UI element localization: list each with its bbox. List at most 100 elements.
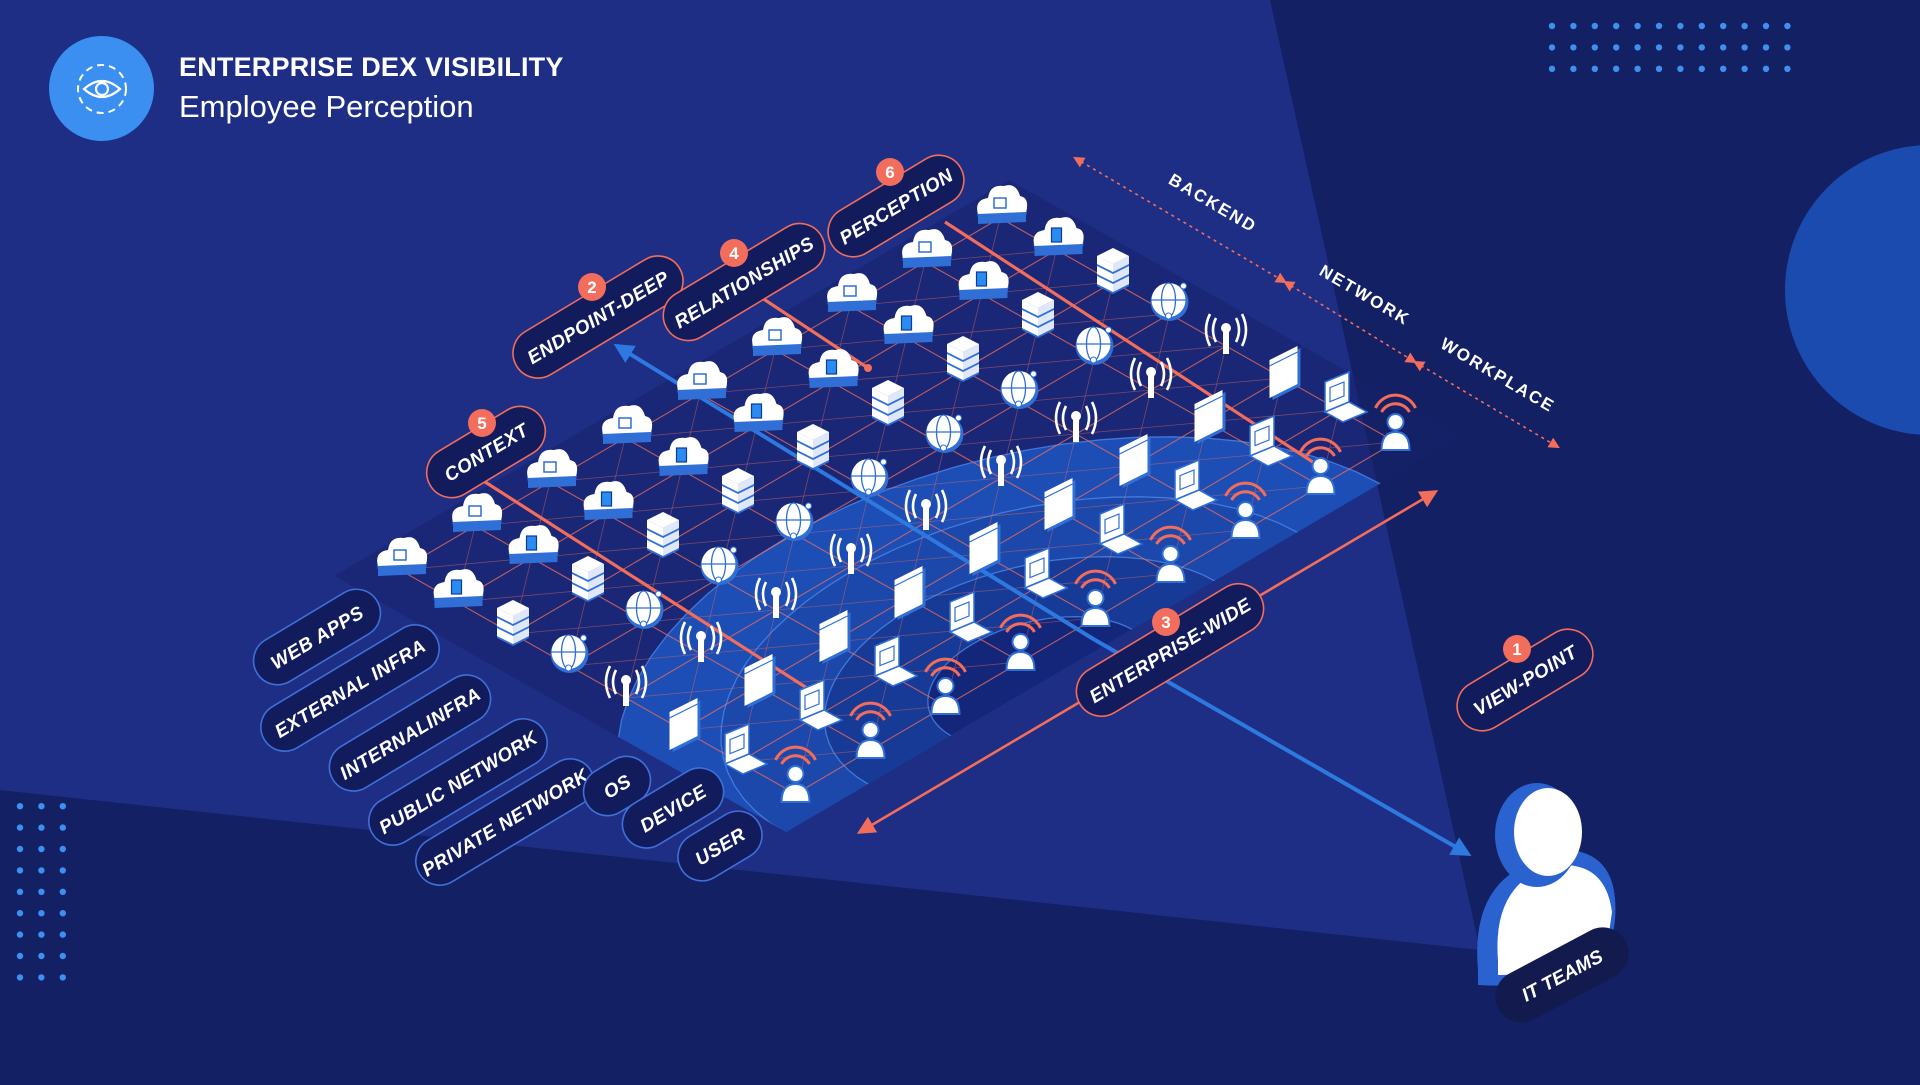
decor-dot [16,910,24,917]
step-badge-circle [720,239,748,267]
decor-dot [1548,44,1556,51]
row-label-os: OS [582,755,652,817]
cloud-icon [677,361,728,400]
step-number: 6 [885,163,894,182]
step-number: 1 [1512,640,1521,659]
decor-dot [1570,65,1577,73]
decor-dot [59,845,66,853]
grid-line [644,609,777,623]
browser-window-icon [669,698,701,752]
decor-dot [38,952,45,960]
decor-dot [16,952,24,960]
grid-line [1094,345,1227,359]
user-icon [999,613,1042,671]
grid-line [719,565,852,579]
decor-dot [59,910,66,917]
cloud-icon [827,273,878,312]
decor-dot [1570,22,1577,30]
browser-window-icon [744,654,776,708]
user-icon [924,657,967,715]
grid-line [1019,389,1152,403]
decor-dot [1741,22,1748,30]
connector-dot [864,364,872,372]
browser-window-icon [1044,478,1076,532]
decor-dot [16,845,24,853]
grid-line [700,641,833,655]
decor-dot [38,824,45,831]
decor-dot [1677,65,1684,73]
step-badge-circle [1152,608,1180,636]
layer-axis-segment [1073,156,1287,284]
step-badge-3: 3 [1152,608,1180,636]
decor-dot [38,803,45,810]
grid-line [887,401,1020,415]
user-icon [1074,569,1117,627]
step-number: 5 [477,414,486,433]
step-badge-4: 4 [720,239,748,267]
decor-dot [1741,44,1748,51]
decor-dot [38,974,45,981]
step-badge-2: 2 [578,273,606,301]
step-badge-circle [578,273,606,301]
browser-window-icon [1119,434,1151,488]
server-icon [947,336,979,382]
decor-dot [1613,22,1620,30]
grid-line [1037,313,1170,327]
row-label-external-infra-bg [260,624,440,752]
laptop-icon [798,678,844,731]
decor-dot [1762,44,1770,51]
antenna-icon [829,533,873,574]
server-icon [647,512,679,558]
antenna-icon [604,665,648,706]
cloud-chip-icon [433,569,484,608]
laptop-icon [1248,414,1294,467]
laptop-icon [1023,546,1069,599]
decor-dot [16,974,24,981]
it-teams-label-bg [1495,927,1629,1023]
step-badge-circle [468,409,496,437]
dot-grid-top [1548,22,1791,73]
globe-icon [850,458,889,497]
decor-dot [38,931,45,938]
decor-dot [1784,65,1791,73]
cloud-chip-icon [508,525,559,564]
row-label-private-network-bg [415,758,595,886]
decor-dot [1698,44,1706,51]
user-icon [774,745,817,803]
user-icon [1299,437,1342,495]
antenna-icon [679,621,723,662]
decor-dot [59,803,66,810]
globe-icon [625,590,664,629]
server-icon [722,468,754,514]
grid-line [587,577,720,591]
step-badge-1: 1 [1503,635,1531,663]
page-subtitle: Employee Perception [179,89,474,124]
cloud-chip-icon [958,261,1009,300]
decor-dot [1698,65,1706,73]
decor-dot [1634,65,1641,73]
row-label-web-apps-bg [252,588,382,686]
decor-dot [1548,22,1556,30]
decor-dot [38,910,45,917]
decor-dot [1591,22,1599,30]
antenna-icon [979,445,1023,486]
grid-line [625,685,758,699]
decor-dot [59,888,66,895]
cloud-chip-icon [808,349,859,388]
laptop-icon [1098,502,1144,555]
decor-dot [1634,22,1641,30]
globe-icon [775,502,814,541]
decor-dot [16,803,24,810]
page-title: ENTERPRISE DEX VISIBILITY [179,52,564,82]
cloud-chip-icon [583,481,634,520]
antenna-icon [1054,401,1098,442]
row-label-web-apps: WEB APPS [252,588,382,686]
grid-line [569,653,702,667]
step-number: 3 [1161,613,1170,632]
background-decor [16,22,1920,981]
antenna-icon [754,577,798,618]
server-icon [797,424,829,470]
grid-line [737,489,870,503]
logo [49,36,154,141]
decor-dot [1720,44,1727,51]
